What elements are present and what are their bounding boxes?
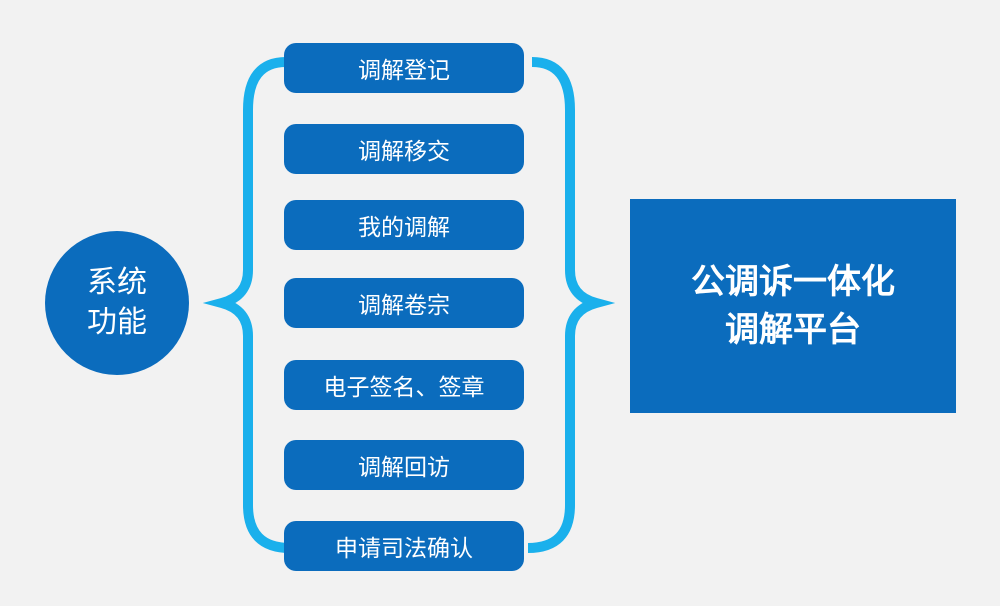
right-brace (527, 57, 616, 553)
function-item: 调解卷宗 (284, 278, 524, 328)
function-item: 我的调解 (284, 200, 524, 250)
platform-line-1: 公调诉一体化 (691, 262, 895, 302)
platform-box: 公调诉一体化 调解平台 (630, 199, 956, 413)
function-item: 调解移交 (284, 124, 524, 174)
circle-line-1: 系统 (87, 265, 147, 300)
left-brace (202, 57, 291, 553)
platform-line-2: 调解平台 (725, 310, 861, 350)
system-functions-circle: 系统 功能 (45, 231, 189, 375)
function-item: 申请司法确认 (284, 521, 524, 571)
function-item: 调解回访 (284, 440, 524, 490)
function-item: 电子签名、签章 (284, 360, 524, 410)
circle-line-2: 功能 (87, 305, 147, 340)
function-item: 调解登记 (284, 43, 524, 93)
